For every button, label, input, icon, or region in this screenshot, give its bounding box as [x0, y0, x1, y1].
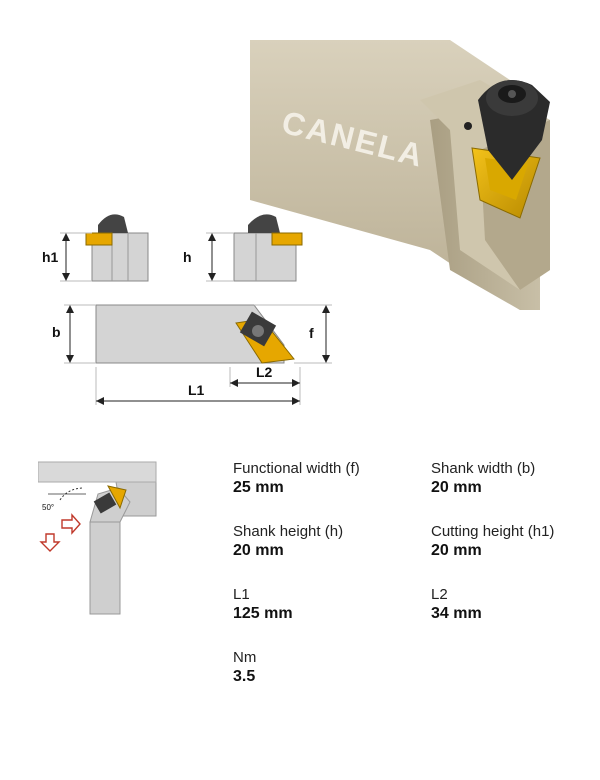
spec-label: Functional width (f): [233, 460, 360, 477]
spec-nm: Nm 3.5: [233, 649, 256, 687]
spec-label: L1: [233, 586, 250, 603]
spec-label: Shank width (b): [431, 460, 536, 477]
spec-value: 20 mm: [233, 542, 284, 559]
dimension-drawing: h1 h b f L2: [42, 214, 332, 405]
spec-value: 3.5: [233, 668, 256, 685]
angle-label: 50°: [42, 503, 54, 512]
spec-functional-width: Functional width (f) 25 mm: [233, 460, 360, 498]
tool-holder-photo: CANELA: [250, 40, 550, 310]
spec-value: 25 mm: [233, 479, 284, 496]
end-view-right: h: [183, 214, 303, 282]
label-l1: L1: [188, 382, 205, 398]
spec-label: L2: [431, 586, 448, 603]
application-sketch: 50°: [38, 461, 157, 615]
spec-value: 125 mm: [233, 605, 293, 622]
end-view-left: h1: [42, 214, 149, 282]
label-f: f: [309, 325, 314, 341]
label-h1: h1: [42, 249, 59, 265]
spec-label: Cutting height (h1): [431, 523, 555, 540]
spec-value: 20 mm: [431, 542, 482, 559]
spec-l2: L2 34 mm: [431, 586, 482, 624]
spec-l1: L1 125 mm: [233, 586, 293, 624]
label-l2: L2: [256, 364, 273, 380]
feed-arrow-down-icon: [39, 533, 61, 552]
spec-cutting-height: Cutting height (h1) 20 mm: [431, 523, 554, 561]
label-h: h: [183, 249, 192, 265]
feed-arrow-icon: [61, 513, 81, 535]
top-view: b f L2 L1: [52, 304, 332, 405]
label-b: b: [52, 324, 61, 340]
spec-label: Shank height (h): [233, 523, 344, 540]
spec-shank-height: Shank height (h) 20 mm: [233, 523, 343, 561]
spec-shank-width: Shank width (b) 20 mm: [431, 460, 535, 498]
spec-value: 34 mm: [431, 605, 482, 622]
spec-value: 20 mm: [431, 479, 482, 496]
spec-label: Nm: [233, 649, 257, 666]
